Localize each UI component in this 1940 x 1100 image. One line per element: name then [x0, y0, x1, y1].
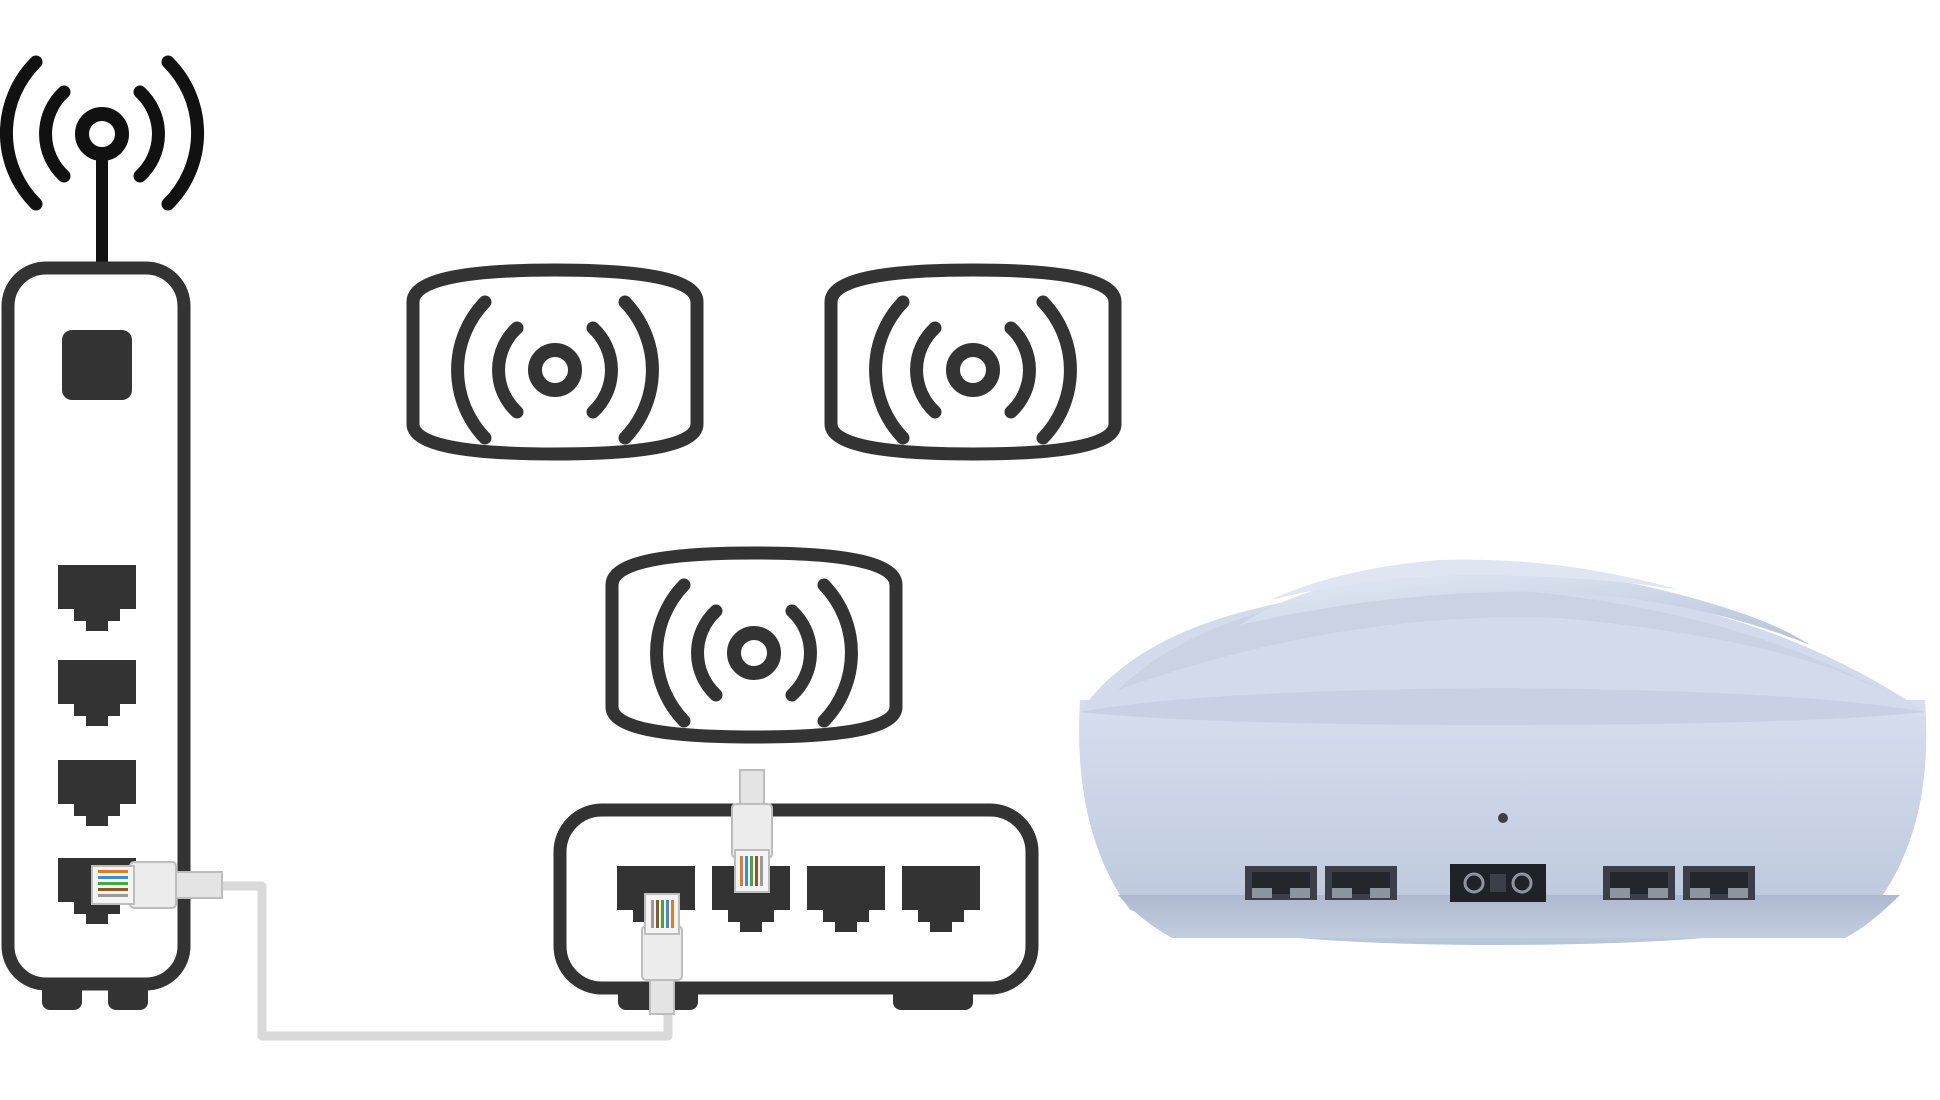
mesh-port-lan-4 — [1683, 866, 1755, 900]
ethernet-cable-router-to-switch — [220, 881, 673, 1041]
wireless-access-point-icon-2 — [831, 270, 1115, 454]
ethernet-plug-switch — [641, 893, 683, 1015]
mesh-power-port — [1450, 864, 1546, 902]
mesh-port-lan-1 — [1245, 866, 1317, 900]
network-switch-icon — [553, 803, 1039, 1010]
ethernet-plug-access-point — [731, 769, 773, 893]
wireless-access-point-icon-1 — [413, 270, 697, 454]
mesh-access-point-photo — [1079, 559, 1927, 945]
wifi-router-icon — [0, 55, 204, 1010]
mesh-port-lan-3 — [1603, 866, 1675, 900]
router-antenna-signal-icon — [0, 55, 204, 264]
wireless-access-point-icon-3 — [612, 553, 896, 737]
ethernet-plug-router — [91, 861, 223, 909]
mesh-status-led-icon — [1498, 813, 1508, 823]
mesh-port-lan-2 — [1325, 866, 1397, 900]
router-status-light-icon — [62, 330, 132, 400]
